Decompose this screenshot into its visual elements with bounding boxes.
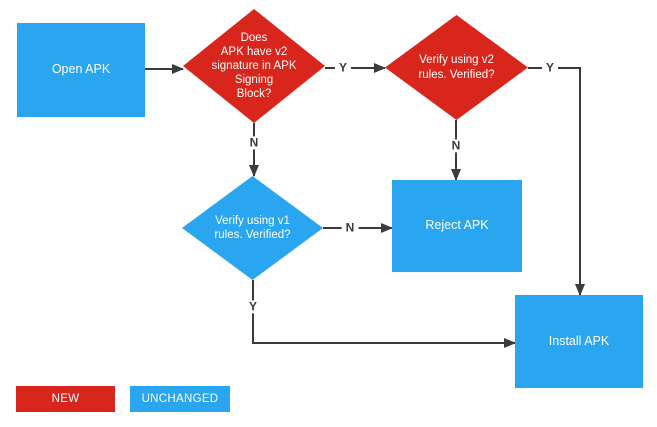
edge-label-v2verify-yes: Y xyxy=(541,61,559,75)
decision-v1-verify-label: Verify using v1 rules. Verified? xyxy=(214,214,291,241)
edge-label-v1verify-yes: Y xyxy=(244,300,262,314)
edge-label-v2check-yes: Y xyxy=(334,61,352,75)
edge-label-v2check-no: N xyxy=(245,136,263,150)
legend-new-label: NEW xyxy=(51,393,80,405)
node-open-apk-label: Open APK xyxy=(51,62,111,77)
decision-v2-verify-label: Verify using v2 rules. Verified? xyxy=(418,54,495,81)
edge-label-v1verify-no: N xyxy=(341,221,359,235)
legend-new: NEW xyxy=(16,386,115,412)
edge-label-v2verify-no: N xyxy=(447,139,465,153)
node-install-apk-label: Install APK xyxy=(548,333,610,348)
edge-v1verify-yes xyxy=(252,280,516,348)
node-reject-apk-label: Reject APK xyxy=(425,218,489,233)
legend-unchanged: UNCHANGED xyxy=(130,386,230,412)
legend-unchanged-label: UNCHANGED xyxy=(141,393,219,405)
decision-v2-signature-label: Does APK have v2 signature in APK Signin… xyxy=(211,31,297,101)
node-install-apk: Install APK xyxy=(515,295,643,388)
node-open-apk: Open APK xyxy=(17,23,145,117)
node-reject-apk: Reject APK xyxy=(392,180,522,272)
edge-v2verify-yes xyxy=(528,67,585,296)
